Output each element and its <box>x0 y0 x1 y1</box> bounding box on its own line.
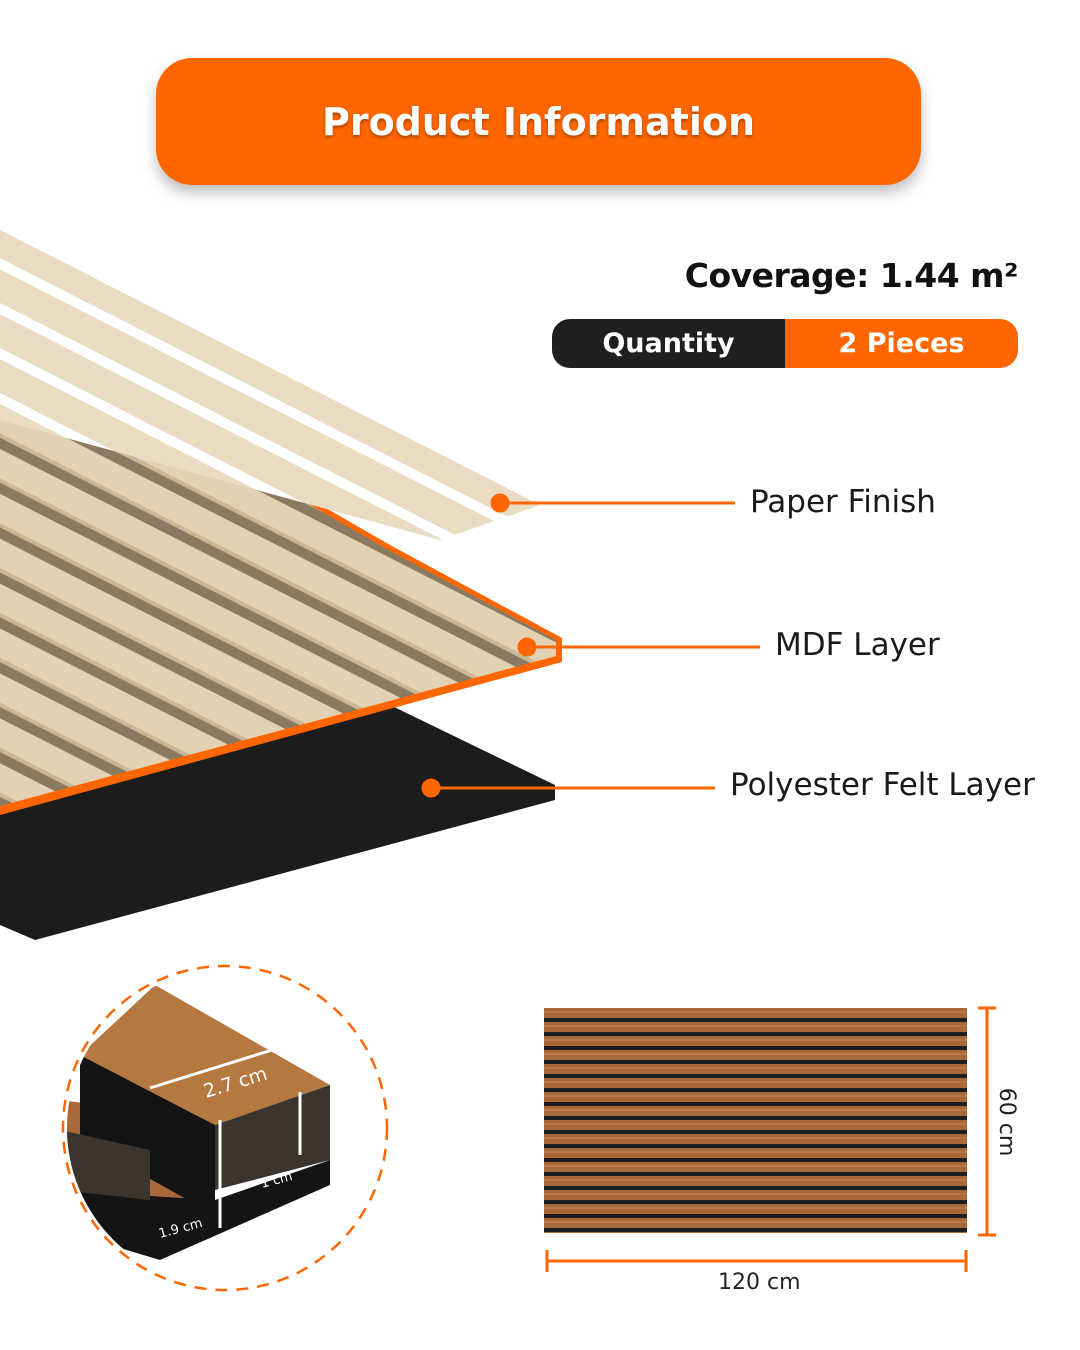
coverage-text: Coverage: 1.44 m² <box>684 256 1019 295</box>
slat-cross-section <box>67 985 330 1260</box>
panel-dimension-lines <box>545 1006 996 1272</box>
layer-label-mdf: MDF Layer <box>775 627 940 663</box>
panel-front-view <box>544 1008 967 1233</box>
leader-lines <box>421 493 760 798</box>
product-information-banner: Product Information <box>156 58 921 185</box>
paper-finish-layer <box>0 230 540 540</box>
quantity-value: 2 Pieces <box>785 319 1018 368</box>
quantity-label: Quantity <box>552 319 785 368</box>
page-title: Product Information <box>321 99 756 144</box>
detail-circle <box>61 964 389 1292</box>
slat-dimension-marks <box>149 1048 302 1228</box>
layer-label-felt: Polyester Felt Layer <box>730 767 1035 803</box>
quantity-badge: Quantity 2 Pieces <box>552 319 1018 368</box>
layer-label-paper-finish: Paper Finish <box>750 484 936 520</box>
panel-height-label: 60 cm <box>994 1088 1019 1157</box>
panel-length-label: 120 cm <box>718 1270 801 1295</box>
